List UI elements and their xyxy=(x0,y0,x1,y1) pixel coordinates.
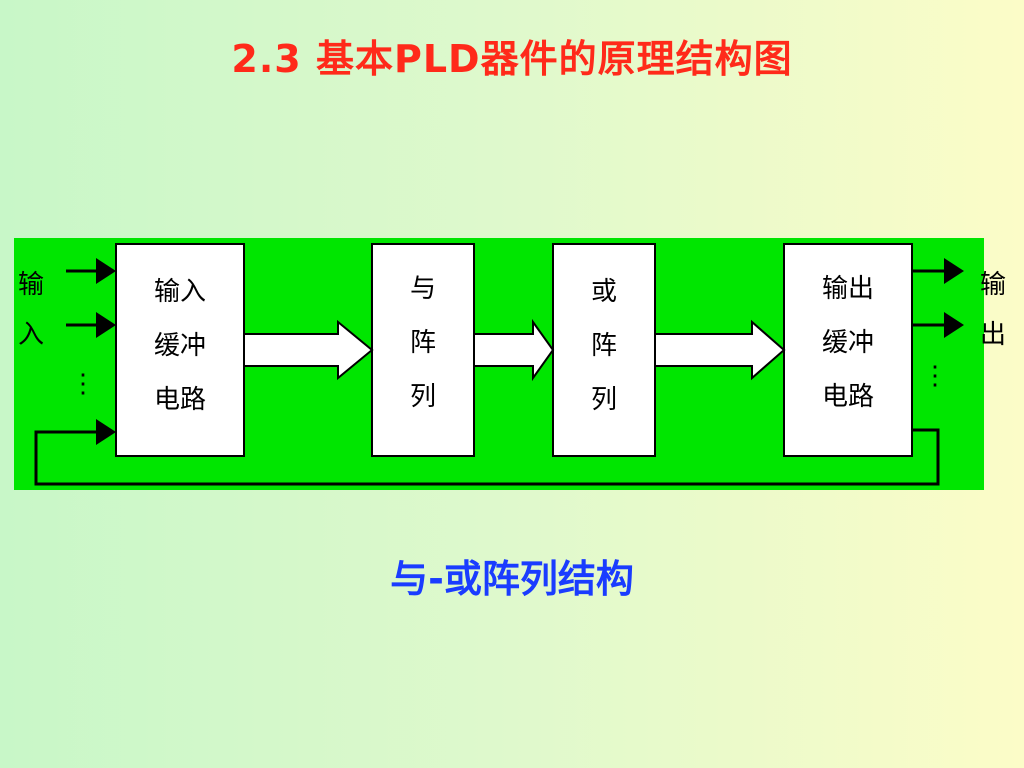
input-arrow xyxy=(66,312,116,338)
output-label-char-1: 输 xyxy=(980,270,1006,300)
or-array-line-1: 或 xyxy=(591,277,617,307)
input-buffer-line-1: 输入 xyxy=(154,277,206,307)
and-array-block xyxy=(371,243,475,457)
input-label-char-2: 入 xyxy=(18,320,44,350)
input-buffer-block xyxy=(115,243,245,457)
flow-arrow xyxy=(473,318,555,382)
and-array-line-2: 阵 xyxy=(410,328,436,358)
input-label-char-1: 输 xyxy=(18,270,44,300)
feedback-loop xyxy=(34,419,940,486)
input-buffer-line-2: 缓冲 xyxy=(154,331,206,361)
diagram-caption: 与-或阵列结构 xyxy=(390,557,634,601)
output-label-char-2: 出 xyxy=(980,320,1006,350)
input-ellipsis: ⋮ xyxy=(70,369,96,399)
flow-arrow xyxy=(243,319,374,381)
output-buffer-line-2: 缓冲 xyxy=(822,328,874,358)
or-array-line-2: 阵 xyxy=(591,331,617,361)
flow-arrow xyxy=(654,319,786,381)
and-array-line-1: 与 xyxy=(410,274,436,304)
or-array-block xyxy=(552,243,656,457)
output-arrow xyxy=(912,258,964,284)
output-buffer-block xyxy=(783,243,913,457)
input-arrow xyxy=(66,258,116,284)
slide-title: 2.3 基本PLD器件的原理结构图 xyxy=(231,37,793,81)
output-buffer-line-3: 电路 xyxy=(822,382,874,412)
input-buffer-line-3: 电路 xyxy=(154,385,206,415)
and-array-line-3: 列 xyxy=(410,382,436,412)
output-buffer-line-1: 输出 xyxy=(822,274,874,304)
or-array-line-3: 列 xyxy=(591,385,617,415)
output-arrow xyxy=(912,312,964,338)
output-ellipsis: ⋮ xyxy=(922,361,948,391)
